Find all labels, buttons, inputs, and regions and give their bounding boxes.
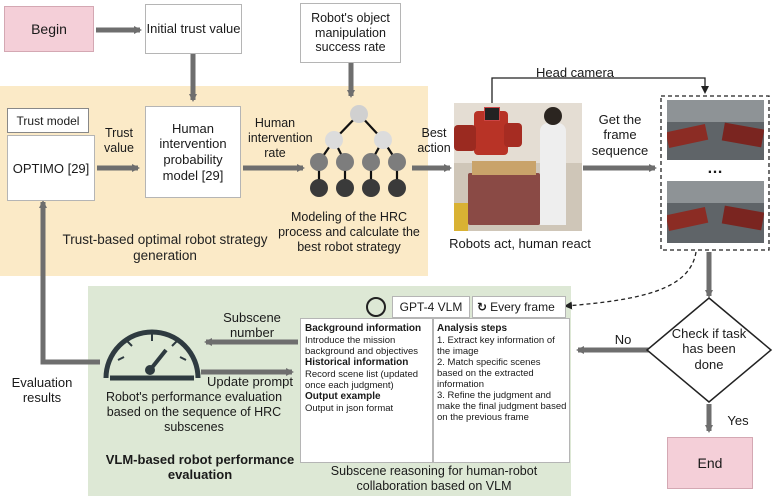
get-frame-label: Get the frame sequence (591, 112, 649, 158)
head-camera-connector (491, 77, 709, 103)
gpt-vlm-tag: GPT-4 VLM (392, 296, 470, 318)
prompt-step-3: 3. Refine the judgment and make the fina… (437, 390, 567, 424)
robots-act-caption: Robots act, human react (449, 236, 591, 251)
check-done-diamond (645, 297, 773, 403)
gpt-logo-icon (366, 297, 386, 317)
gpt-vlm-label: GPT-4 VLM (399, 300, 463, 314)
every-frame-tag: ↻ Every frame (472, 296, 566, 318)
prompt-left-column: Background information Introduce the mis… (305, 323, 429, 414)
check-done-label: Check if task has been done (671, 326, 747, 372)
hip-model-box: Human intervention probability model [29… (145, 106, 241, 198)
trust-panel-title-text: Trust-based optimal robot strategy gener… (62, 232, 268, 263)
best-action-label: Best action (417, 126, 451, 155)
head-camera-label: Head camera (535, 65, 615, 80)
prompt-bg-text: Introduce the mission background and obj… (305, 334, 419, 357)
prompt-hist-title: Historical information (305, 356, 409, 368)
no-label: No (614, 332, 632, 347)
begin-label: Begin (31, 21, 67, 37)
prompt-step-2: 2. Match specific scenes based on the ex… (437, 356, 541, 391)
initial-trust-label: Initial trust value (146, 21, 241, 37)
arrow-gauge-to-optimo (39, 200, 100, 365)
robot-scene-photo (454, 103, 582, 231)
update-prompt-label: Update prompt (207, 374, 293, 389)
subscene-number-label: Subscene number (223, 310, 281, 341)
robot-perf-eval-caption: Robot's performance evaluation based on … (105, 390, 283, 434)
vlm-panel-title: VLM-based robot performance evaluation (105, 452, 295, 483)
human-intervention-rate-label: Human intervention rate (248, 116, 313, 160)
optimo-label: OPTIMO [29] (12, 160, 90, 176)
begin-node: Begin (4, 6, 94, 52)
frame-ellipsis: … (707, 160, 723, 177)
trust-panel-title: Trust-based optimal robot strategy gener… (60, 232, 270, 264)
prompt-steps-title: Analysis steps (437, 323, 508, 334)
frame-to-vlm-connector (564, 251, 697, 310)
frame-thumbnail-1 (667, 100, 764, 160)
success-rate-label: Robot's object manipulation success rate (311, 10, 390, 55)
hrc-modeling-caption: Modeling of the HRC process and calculat… (278, 210, 420, 254)
trust-model-label: Trust model (16, 113, 80, 128)
refresh-icon: ↻ (477, 300, 488, 314)
optimo-box: OPTIMO [29] (7, 135, 95, 201)
initial-trust-box: Initial trust value (145, 4, 242, 54)
hrc-tree-diagram (310, 105, 406, 197)
prompt-out-title: Output example (305, 390, 381, 402)
subscene-reasoning-caption: Subscene reasoning for human-robot colla… (330, 464, 538, 493)
prompt-divider (432, 319, 434, 462)
yes-label: Yes (727, 413, 749, 428)
hip-model-label: Human intervention probability model [29… (159, 120, 227, 183)
prompt-hist-text: Record scene list (updated once each jud… (305, 368, 419, 391)
vlm-prompt-box: Background information Introduce the mis… (300, 318, 570, 463)
frame-sequence-box (660, 95, 770, 251)
prompt-bg-title: Background information (305, 323, 422, 334)
every-frame-label: Every frame (490, 300, 555, 314)
prompt-out-text: Output in json format (305, 402, 394, 414)
evaluation-results-label: Evaluation results (11, 375, 73, 406)
trust-value-label: Trust value (104, 126, 134, 155)
end-node: End (667, 437, 753, 489)
success-rate-box: Robot's object manipulation success rate (300, 3, 401, 63)
prompt-step-1: 1. Extract key information of the image (437, 334, 555, 357)
trust-model-label-box: Trust model (7, 108, 89, 133)
end-label: End (697, 455, 723, 471)
frame-thumbnail-2 (667, 181, 764, 243)
speedometer-icon (103, 329, 201, 381)
prompt-right-column: Analysis steps 1. Extract key informatio… (437, 323, 567, 424)
